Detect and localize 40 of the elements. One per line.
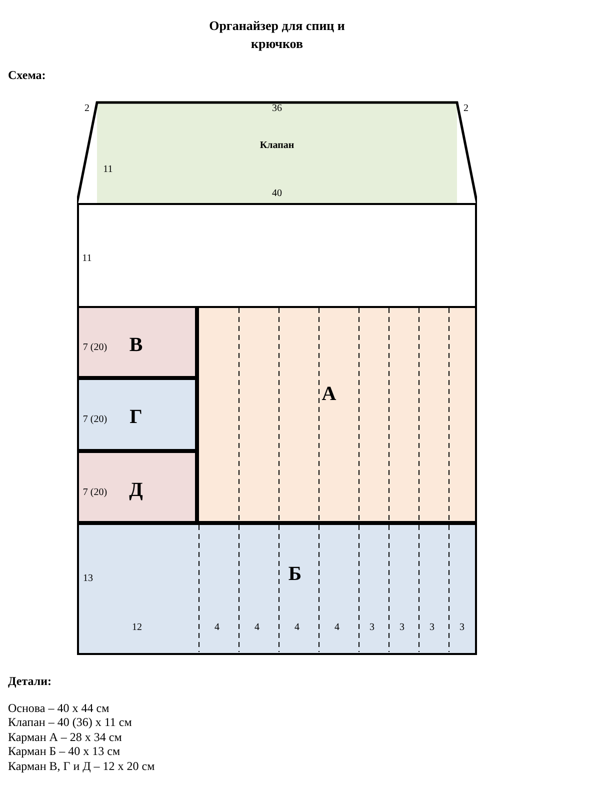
dimension-label: 13 bbox=[83, 574, 93, 584]
dimension-label: 12 bbox=[132, 623, 142, 633]
detail-line: Карман В, Г и Д – 12 х 20 см bbox=[8, 760, 155, 772]
pocket-panel bbox=[76, 522, 476, 654]
pocket-letter: Клапан bbox=[260, 141, 294, 151]
detail-line: Карман А – 28 х 34 см bbox=[8, 731, 122, 743]
dimension-label: 7 (20) bbox=[82, 415, 108, 425]
pocket-panel bbox=[76, 306, 196, 378]
dimension-label: 7 (20) bbox=[82, 343, 108, 353]
title: Органайзер для спиц и крючков bbox=[208, 17, 346, 53]
pocket-letter: Д bbox=[129, 480, 143, 500]
dimension-label: 4 bbox=[334, 623, 340, 633]
detail-line: Основа – 40 х 44 см bbox=[8, 702, 110, 714]
dimension-label: 11 bbox=[103, 165, 113, 175]
dimension-label: 40 bbox=[272, 189, 282, 199]
dimension-label: 3 bbox=[400, 623, 404, 633]
pocket-panel bbox=[76, 450, 196, 522]
dimension-label: 2 bbox=[84, 104, 90, 114]
flap-trapezoid bbox=[77, 101, 477, 203]
pocket-panel bbox=[76, 378, 196, 450]
pocket-letter: Г bbox=[130, 407, 142, 427]
dimension-label: 4 bbox=[254, 623, 260, 633]
dimension-label: 3 bbox=[460, 623, 464, 633]
section-heading: Детали: bbox=[8, 675, 52, 687]
pocket-letter: В bbox=[129, 335, 143, 355]
dimension-label: 3 bbox=[430, 623, 434, 633]
dimension-label: 4 bbox=[214, 623, 220, 633]
dimension-label: 36 bbox=[272, 104, 282, 114]
dimension-label: 4 bbox=[294, 623, 300, 633]
base-panel bbox=[77, 203, 477, 655]
dimension-label: 11 bbox=[82, 254, 92, 264]
pocket-panel bbox=[196, 306, 476, 522]
dimension-label: 7 (20) bbox=[82, 488, 108, 498]
pocket-letter: А bbox=[322, 384, 336, 404]
dimension-label: 2 bbox=[464, 104, 468, 114]
section-heading: Схема: bbox=[8, 69, 46, 81]
pocket-letter: Б bbox=[288, 564, 302, 584]
detail-line: Клапан – 40 (36) х 11 см bbox=[8, 716, 132, 728]
detail-line: Карман Б – 40 х 13 см bbox=[8, 745, 120, 757]
dimension-label: 3 bbox=[370, 623, 374, 633]
